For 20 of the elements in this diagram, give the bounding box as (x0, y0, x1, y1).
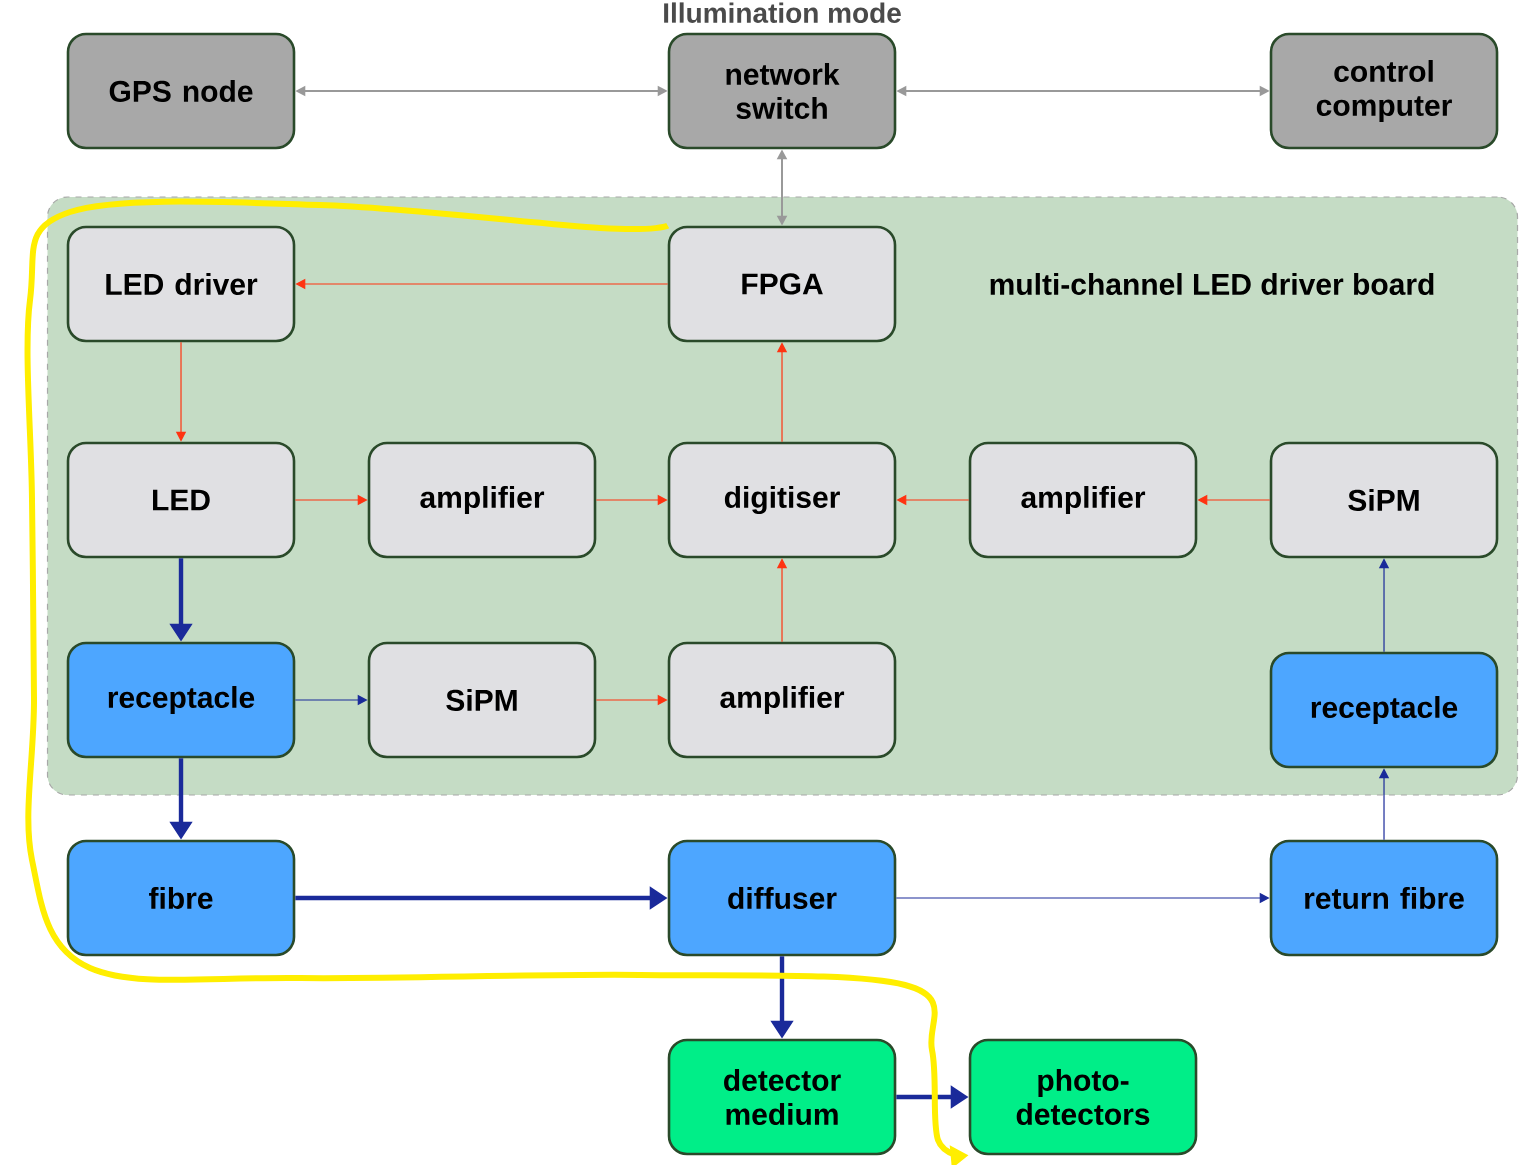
process-box: diffuser (667, 839, 897, 957)
process-box: SiPM (1269, 441, 1499, 559)
process-box: receptacle (1269, 651, 1499, 769)
process-box: fibre (66, 839, 296, 957)
process-box: FPGA (667, 225, 897, 343)
process-box: GPS node (66, 32, 296, 150)
process-box: LED (66, 441, 296, 559)
process-box: LED driver (66, 225, 296, 343)
process-box: return fibre (1269, 839, 1499, 957)
process-box: network switch (667, 32, 897, 150)
title: Illumination mode (664, 2, 901, 23)
process-box: detector medium (667, 1038, 897, 1156)
process-box: control computer (1269, 32, 1499, 150)
process-box: photo- detectors (968, 1038, 1198, 1156)
process-box: receptacle (66, 641, 296, 759)
process-box: SiPM (367, 641, 597, 759)
process-box: amplifier (667, 641, 897, 759)
process-box: digitiser (667, 441, 897, 559)
process-box: amplifier (968, 441, 1198, 559)
process-box: amplifier (367, 441, 597, 559)
